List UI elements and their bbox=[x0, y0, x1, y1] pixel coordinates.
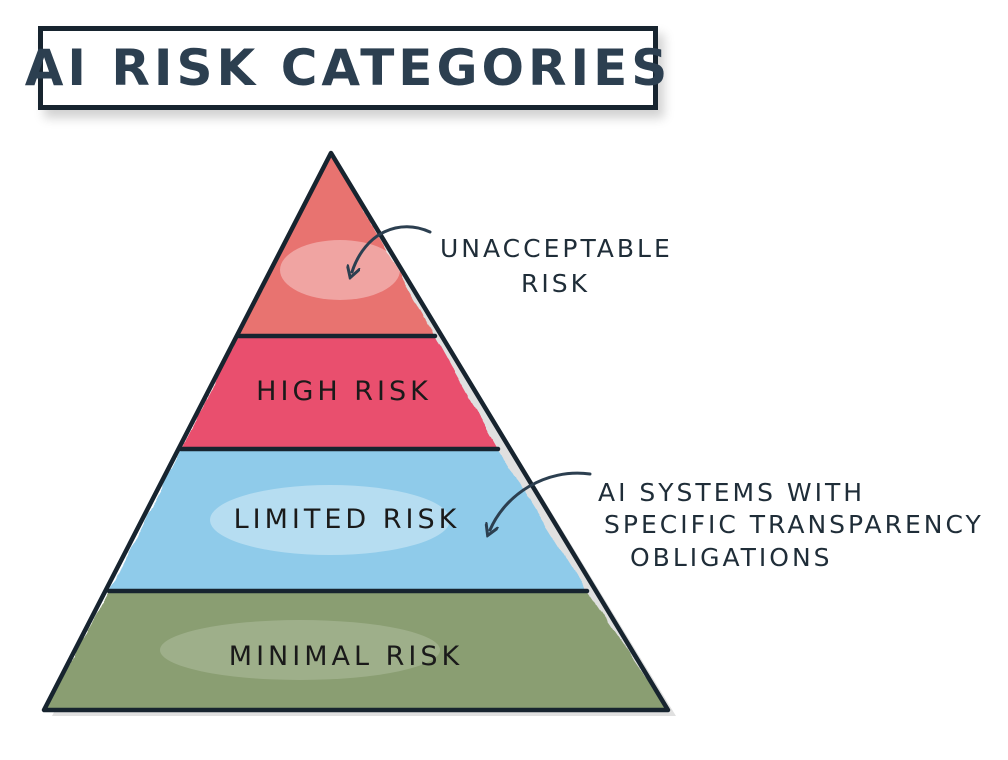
wash-highlight bbox=[280, 240, 400, 300]
arrow-to-unacceptable bbox=[352, 225, 432, 272]
tier-minimal-fill bbox=[44, 591, 668, 710]
tier-label-minimal: MINIMAL RISK bbox=[229, 641, 463, 672]
tier-label-high: HIGH RISK bbox=[256, 376, 432, 407]
tier-high-fill bbox=[181, 336, 498, 449]
wash-highlight bbox=[160, 620, 440, 680]
annotation-unacceptable-line1: UNACCEPTABLE bbox=[440, 234, 673, 263]
tier-unacceptable-fill bbox=[239, 153, 435, 336]
arrow-to-limited bbox=[490, 471, 592, 530]
annotation-transparency-line3: OBLIGATIONS bbox=[630, 543, 833, 572]
annotation-transparency-line2: SPECIFIC TRANSPARENCY bbox=[604, 510, 984, 539]
annotation-transparency-line1: AI SYSTEMS WITH bbox=[598, 478, 865, 507]
pyramid-outline bbox=[41, 150, 671, 713]
annotation-unacceptable-line2: RISK bbox=[521, 269, 590, 298]
title-box: AI RISK CATEGORIES bbox=[25, 26, 667, 110]
tier-limited-fill bbox=[109, 449, 587, 591]
diagram-title: AI RISK CATEGORIES bbox=[24, 39, 672, 97]
tier-label-limited: LIMITED RISK bbox=[234, 504, 461, 535]
wash-highlight bbox=[210, 485, 450, 555]
